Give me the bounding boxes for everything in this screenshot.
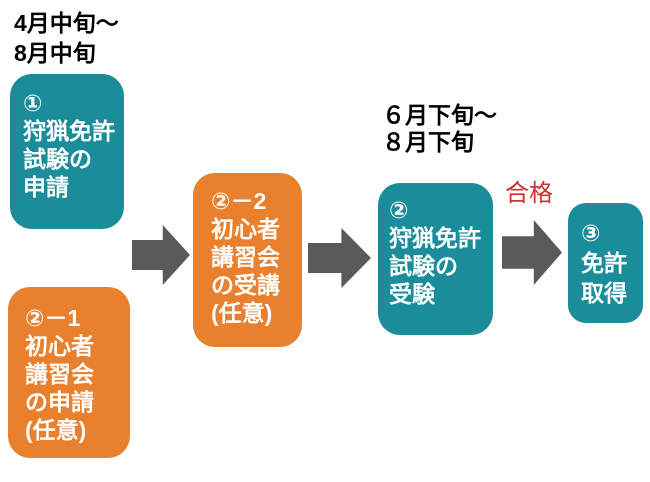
step-text-line: (任意) <box>25 417 87 443</box>
period-application-line2: 8月中旬 <box>14 40 96 66</box>
step2-license-exam-taking-box: ② 狩猟免許 試験の 受験 <box>378 183 493 335</box>
step-text-line: 初心者 <box>25 333 94 359</box>
step-text-line: 初心者 <box>211 216 280 242</box>
step-number: ③ <box>581 220 601 246</box>
step-text-line: 講習会 <box>211 244 280 270</box>
step-text-line: 講習会 <box>25 361 94 387</box>
period-exam-line2: ８月下旬 <box>382 129 474 155</box>
step-text-line: 狩猟免許 <box>23 118 115 144</box>
arrow-right-icon <box>132 225 190 285</box>
step-text-line: 試験の <box>23 146 92 172</box>
step-number: ② <box>389 197 409 223</box>
period-application-line1: 4月中旬～ <box>14 10 119 36</box>
pass-label: 合格 <box>505 180 553 207</box>
step3-license-acquisition-box: ③ 免許 取得 <box>568 203 643 323</box>
arrow-right-icon <box>502 220 562 285</box>
step-text-line: 受験 <box>389 281 435 307</box>
period-label-exam: ６月下旬～ ８月下旬 <box>382 102 497 156</box>
step1-license-exam-application-box: ① 狩猟免許 試験の 申請 <box>10 74 124 229</box>
step-number: ① <box>23 90 43 116</box>
step-text-line: 試験の <box>389 253 458 279</box>
step-text-line: 取得 <box>581 280 627 306</box>
step-number: ②－1 <box>25 305 81 331</box>
step-text-line: の受講 <box>211 272 280 298</box>
step-text-line: の申請 <box>25 389 94 415</box>
period-exam-line1: ６月下旬～ <box>382 102 497 128</box>
period-label-application: 4月中旬～ 8月中旬 <box>14 8 119 68</box>
step-number: ②－2 <box>211 188 267 214</box>
step-text-line: 申請 <box>23 174 69 200</box>
step-text-line: 免許 <box>581 250 627 276</box>
step-text-line: 狩猟免許 <box>389 225 481 251</box>
step-text-line: (任意) <box>211 300 273 326</box>
arrow-right-icon <box>308 228 371 288</box>
step2-2-beginner-course-attendance-box: ②－2 初心者 講習会 の受講 (任意) <box>193 173 302 347</box>
step2-1-beginner-course-application-box: ②－1 初心者 講習会 の申請 (任意) <box>8 287 130 458</box>
